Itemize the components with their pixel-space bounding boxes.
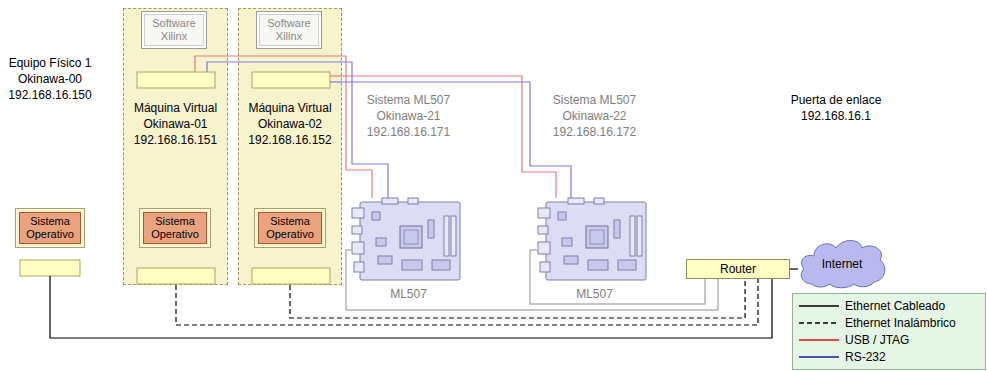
node-label: Okinawa-00 <box>5 71 95 87</box>
legend-sample <box>799 352 839 362</box>
legend-row: Ethernet Cableado <box>799 298 979 314</box>
usb-stub <box>330 75 342 76</box>
board-label: Okinawa-21 <box>352 108 465 124</box>
virtual-machine: Máquina VirtualOkinawa-02192.168.16.152S… <box>238 8 342 285</box>
node-label: Equipo Físico 1 <box>5 55 95 71</box>
network-link <box>342 82 571 198</box>
os-box: Sistema Operativo <box>19 212 81 244</box>
gateway-label-text: Puerta de enlace <box>776 92 896 108</box>
gateway-label-text: 192.168.16.1 <box>776 108 896 124</box>
box-label: Sistema Operativo <box>260 215 320 241</box>
legend-sample <box>799 301 839 311</box>
node-label: Okinawa-01 <box>124 116 227 132</box>
board-picture <box>538 198 646 280</box>
network-link <box>342 76 556 198</box>
legend-row: Ethernet Inalámbrico <box>799 315 979 331</box>
software-box: Software Xilinx <box>141 11 207 49</box>
network-link <box>530 250 705 304</box>
serial-sample <box>799 356 839 358</box>
network-link <box>290 279 745 318</box>
legend-box: Ethernet CableadoEthernet InalámbricoUSB… <box>792 293 986 370</box>
board-label: ML507 <box>538 286 651 302</box>
legend-text: RS-232 <box>845 349 886 365</box>
legend-text: Ethernet Inalámbrico <box>845 315 956 331</box>
network-link <box>346 250 718 310</box>
cloud-label: Internet <box>798 257 886 271</box>
host-machine: Equipo Físico 1Okinawa-00192.168.16.150S… <box>5 55 95 276</box>
label-block: Máquina VirtualOkinawa-01192.168.16.151 <box>124 100 227 148</box>
legend-sample <box>799 318 839 328</box>
board-label: Okinawa-22 <box>538 108 651 124</box>
box-label: Router <box>720 262 756 276</box>
virtual-machine: Máquina VirtualOkinawa-01192.168.16.151S… <box>123 8 228 285</box>
box-label: Software Xilinx <box>144 17 204 43</box>
router-box: Router <box>686 259 790 279</box>
box-label: Sistema Operativo <box>21 215 79 241</box>
node-label: 192.168.16.150 <box>5 87 95 103</box>
wireless-sample <box>799 322 839 324</box>
os-box: Sistema Operativo <box>143 212 207 244</box>
node-label: Máquina Virtual <box>239 100 341 116</box>
wired-sample <box>799 305 839 307</box>
board-label: Sistema ML507 <box>352 92 465 108</box>
network-link <box>50 276 772 338</box>
label-block: Sistema ML507Okinawa-21192.168.16.171 <box>352 92 465 140</box>
serial-stub <box>330 81 342 82</box>
board-label: ML507 <box>352 286 465 302</box>
legend-row: RS-232 <box>799 349 979 365</box>
network-link <box>228 56 372 198</box>
legend-sample <box>799 335 839 345</box>
node-label: 192.168.16.152 <box>239 132 341 148</box>
label-block: ML507 <box>538 286 651 302</box>
label-block: ML507 <box>352 286 465 302</box>
usb-stub <box>195 56 228 72</box>
network-card <box>252 268 330 284</box>
network-card <box>137 268 215 284</box>
board-label: 192.168.16.171 <box>352 124 465 140</box>
box-label: Software Xilinx <box>259 17 319 43</box>
node-label: Máquina Virtual <box>124 100 227 116</box>
software-box: Software Xilinx <box>256 11 322 49</box>
network-link <box>790 268 798 269</box>
legend-row: USB / JTAG <box>799 332 979 348</box>
internet-cloud: Internet <box>798 238 886 290</box>
label-block: Equipo Físico 1Okinawa-00192.168.16.150 <box>5 55 95 103</box>
label-block: Sistema ML507Okinawa-22192.168.16.172 <box>538 92 651 140</box>
board-label: 192.168.16.172 <box>538 124 651 140</box>
interface-box <box>137 72 215 88</box>
board-picture <box>352 198 460 280</box>
os-box: Sistema Operativo <box>258 212 322 244</box>
gateway-label: 192.168.16.1 <box>776 108 896 124</box>
box-label: Sistema Operativo <box>145 215 205 241</box>
board-label: Sistema ML507 <box>538 92 651 108</box>
network-link <box>176 279 758 325</box>
usb-sample <box>799 339 839 341</box>
label-block: Máquina VirtualOkinawa-02192.168.16.152 <box>239 100 341 148</box>
gateway-label: Puerta de enlace <box>776 92 896 108</box>
node-label: 192.168.16.151 <box>124 132 227 148</box>
node-label: Okinawa-02 <box>239 116 341 132</box>
legend-text: USB / JTAG <box>845 332 909 348</box>
network-card <box>20 260 80 276</box>
legend-text: Ethernet Cableado <box>845 298 945 314</box>
interface-box <box>252 72 330 88</box>
serial-stub <box>207 62 228 72</box>
